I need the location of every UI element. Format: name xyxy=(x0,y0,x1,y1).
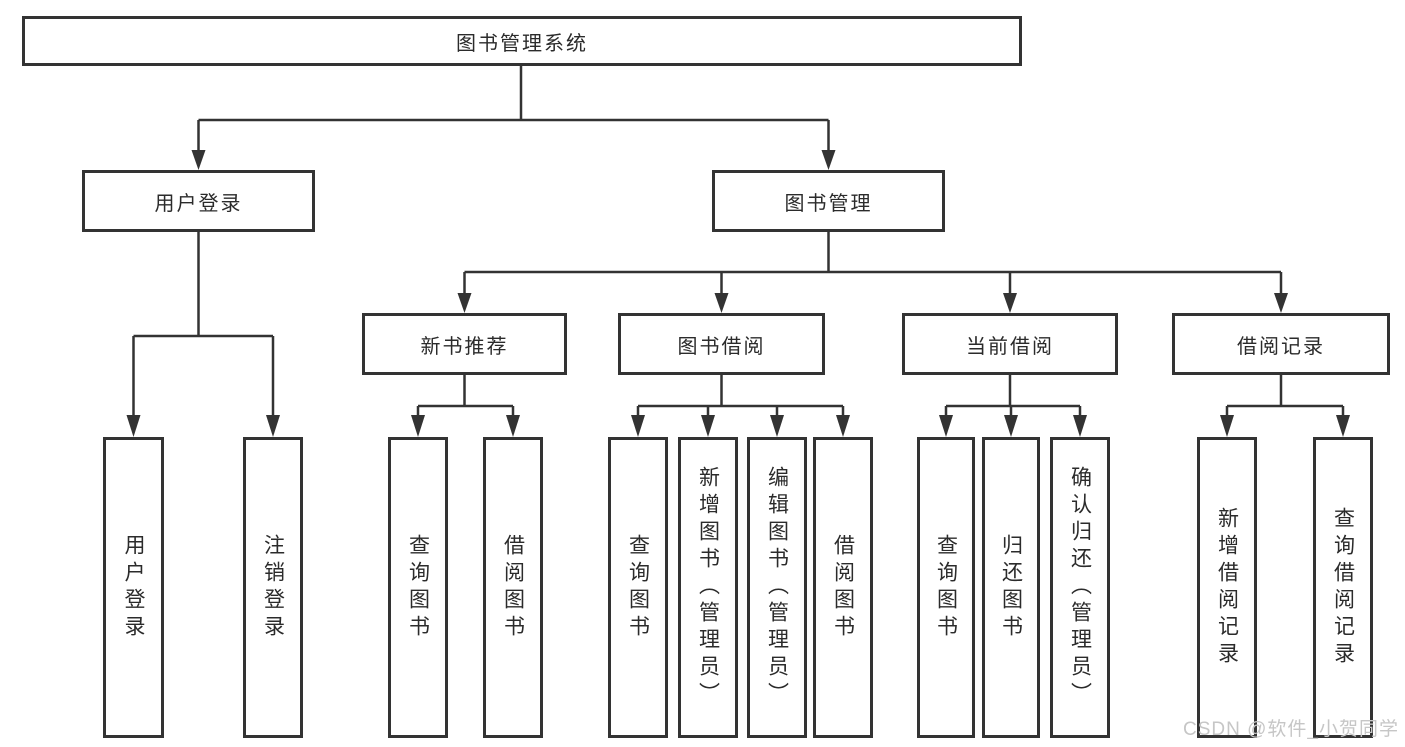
leaf-query-books-newbook: 查询图书 xyxy=(388,437,448,738)
arrow-down-icon xyxy=(1073,415,1087,437)
arrow-down-icon xyxy=(1274,293,1288,313)
connector-book-management xyxy=(463,232,1283,297)
leaf-borrow-books-newbook: 借阅图书 xyxy=(483,437,543,738)
leaf-query-borrow-record: 查询借阅记录 xyxy=(1313,437,1373,738)
node-label: 归还图书 xyxy=(999,533,1023,642)
leaf-query-books-current: 查询图书 xyxy=(917,437,975,738)
arrow-down-icon xyxy=(939,415,953,437)
node-book-borrow: 图书借阅 xyxy=(618,313,825,375)
node-root-system: 图书管理系统 xyxy=(22,16,1022,66)
leaf-user-login: 用户登录 xyxy=(103,437,164,738)
arrow-down-icon xyxy=(1220,415,1234,437)
node-current-borrow: 当前借阅 xyxy=(902,313,1118,375)
node-label: 借阅图书 xyxy=(831,533,855,642)
leaf-borrow-books: 借阅图书 xyxy=(813,437,873,738)
node-book-management: 图书管理 xyxy=(712,170,945,232)
node-label: 用户登录 xyxy=(154,192,243,215)
arrow-down-icon xyxy=(191,150,206,170)
connector-book-borrow xyxy=(636,375,845,419)
arrow-down-icon xyxy=(457,293,472,313)
arrow-down-icon xyxy=(631,415,645,437)
node-label: 图书管理系统 xyxy=(456,32,588,55)
node-label: 查询借阅记录 xyxy=(1331,506,1355,669)
leaf-logout: 注销登录 xyxy=(243,437,303,738)
node-borrow-records: 借阅记录 xyxy=(1172,313,1390,375)
arrow-down-icon xyxy=(1336,415,1350,437)
connector-new-book xyxy=(416,375,515,419)
arrow-down-icon xyxy=(1004,415,1018,437)
leaf-query-books-borrow: 查询图书 xyxy=(608,437,668,738)
node-label: 新增图书（管理员） xyxy=(696,466,720,709)
arrow-down-icon xyxy=(836,415,850,437)
node-user-login: 用户登录 xyxy=(82,170,315,232)
node-new-book-recommend: 新书推荐 xyxy=(362,313,567,375)
arrow-down-icon xyxy=(821,150,836,170)
arrow-down-icon xyxy=(1003,293,1017,313)
connector-root xyxy=(197,66,830,154)
connector-user-login xyxy=(132,232,275,419)
node-label: 当前借阅 xyxy=(966,335,1054,358)
arrow-down-icon xyxy=(126,415,141,437)
arrow-down-icon xyxy=(701,415,715,437)
node-label: 查询图书 xyxy=(626,533,650,642)
csdn-watermark: CSDN @软件_小贺同学 xyxy=(1183,719,1399,740)
arrow-down-icon xyxy=(506,415,520,437)
node-label: 确认归还（管理员） xyxy=(1068,466,1092,709)
node-label: 查询图书 xyxy=(406,533,430,642)
node-label: 注销登录 xyxy=(261,533,285,642)
node-label: 图书管理 xyxy=(784,192,873,215)
leaf-confirm-return-admin: 确认归还（管理员） xyxy=(1050,437,1110,738)
arrow-down-icon xyxy=(714,293,729,313)
node-label: 借阅图书 xyxy=(501,533,525,642)
arrow-down-icon xyxy=(770,415,784,437)
node-label: 图书借阅 xyxy=(677,335,766,358)
leaf-edit-books-admin: 编辑图书（管理员） xyxy=(747,437,807,738)
node-label: 用户登录 xyxy=(122,533,145,642)
arrow-down-icon xyxy=(411,415,425,437)
node-label: 借阅记录 xyxy=(1237,335,1325,358)
leaf-return-books: 归还图书 xyxy=(982,437,1040,738)
node-label: 查询图书 xyxy=(934,533,958,642)
leaf-add-books-admin: 新增图书（管理员） xyxy=(678,437,738,738)
leaf-add-borrow-record: 新增借阅记录 xyxy=(1197,437,1257,738)
arrow-down-icon xyxy=(266,415,280,437)
node-label: 编辑图书（管理员） xyxy=(765,466,789,709)
connector-current-borrow xyxy=(944,375,1082,419)
connector-borrow-records xyxy=(1225,375,1345,419)
node-label: 新书推荐 xyxy=(420,335,509,358)
node-label: 新增借阅记录 xyxy=(1215,506,1239,669)
